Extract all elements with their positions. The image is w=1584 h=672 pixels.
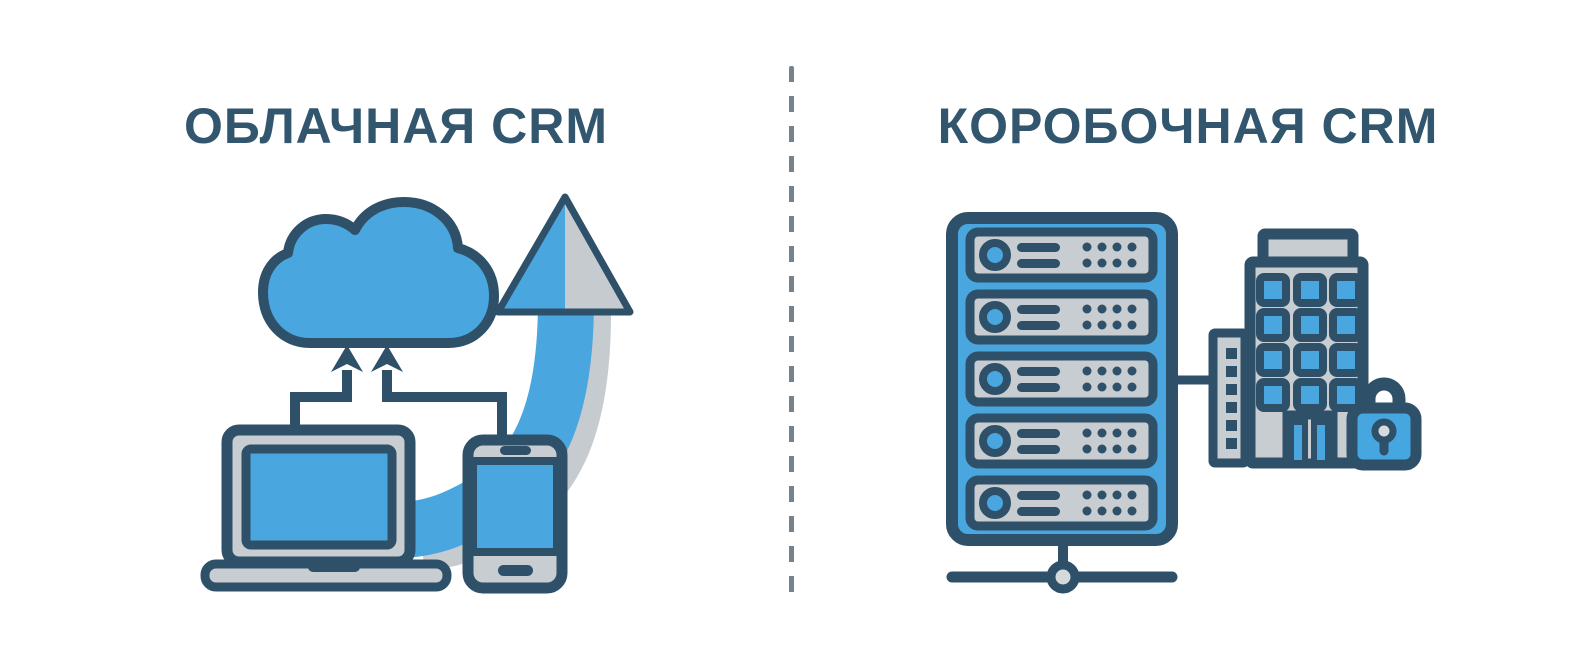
laptop-screen [241, 444, 397, 550]
network-node-icon [946, 540, 1178, 594]
dashed-divider [789, 66, 794, 606]
building-windows [1256, 273, 1363, 412]
laptop-icon [200, 424, 452, 592]
server-unit [965, 351, 1158, 407]
padlock-shackle [1362, 377, 1406, 414]
smartphone-icon [462, 434, 568, 594]
server-unit [965, 475, 1158, 531]
server-units [965, 227, 1158, 531]
phone-home-button [498, 565, 533, 576]
server-unit [965, 227, 1158, 283]
upload-arrowhead-left [331, 345, 363, 372]
growth-arrowhead-outline [494, 193, 634, 316]
server-unit [965, 413, 1158, 469]
cloud-crm-illustration [200, 193, 634, 594]
upload-arrows-icon [290, 345, 507, 444]
phone-screen [469, 457, 561, 556]
office-building-icon [1244, 228, 1369, 469]
laptop-base-notch [308, 562, 360, 572]
server-rack-icon [946, 212, 1178, 546]
annex-building-icon [1208, 328, 1250, 468]
cloud-icon [258, 197, 499, 348]
server-unit [965, 289, 1158, 345]
phone-speaker [500, 446, 531, 455]
padlock-keyhole [1371, 418, 1397, 444]
upload-arrowhead-right [371, 345, 403, 372]
boxed-crm-title: КОРОБОЧНАЯ CRM [937, 98, 1439, 154]
laptop-to-cloud-connector [290, 370, 352, 434]
building-door [1282, 410, 1338, 468]
phone-to-cloud-connector [382, 370, 507, 444]
network-node [1046, 560, 1080, 594]
cloud-crm-title: ОБЛАЧНАЯ CRM [183, 98, 608, 154]
boxed-crm-illustration [946, 212, 1422, 594]
annex-windows [1226, 348, 1237, 449]
padlock-icon [1346, 377, 1422, 471]
